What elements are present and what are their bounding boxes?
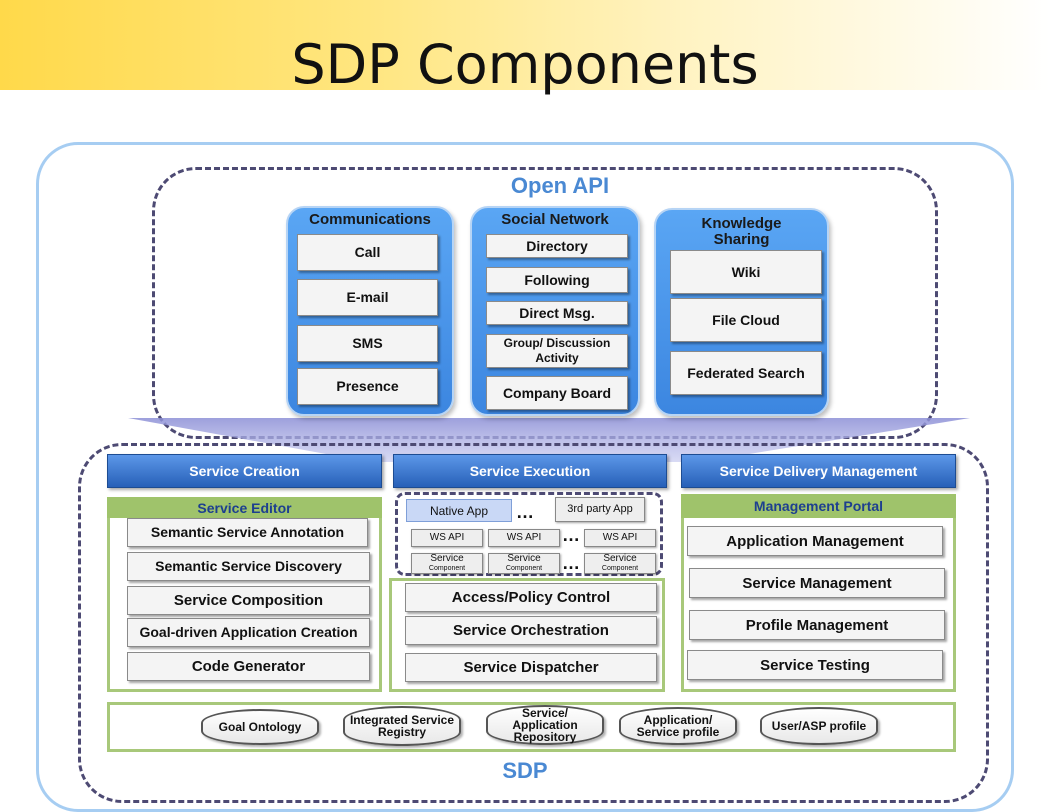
goal-driven-box: Goal-driven Application Creation xyxy=(127,618,370,647)
native-app-box: Native App xyxy=(406,499,512,522)
page-title: SDP Components xyxy=(291,33,759,96)
service-delivery-header: Service Delivery Management xyxy=(681,454,956,488)
group-discussion-box: Group/ Discussion Activity xyxy=(486,334,628,368)
service-component-label: Service xyxy=(507,552,541,564)
service-management-box: Service Management xyxy=(689,568,945,598)
company-board-box: Company Board xyxy=(486,376,628,410)
goal-ontology-cylinder: Goal Ontology xyxy=(201,709,319,745)
service-component-label: Service xyxy=(430,552,464,564)
open-api-title: Open API xyxy=(510,173,610,198)
sms-box: SMS xyxy=(297,325,438,362)
following-box: Following xyxy=(486,267,628,293)
ws-api-box-1: WS API xyxy=(411,529,483,547)
service-execution-header: Service Execution xyxy=(393,454,667,488)
third-party-app-box: 3rd party App xyxy=(555,497,645,522)
service-registry-cylinder: Integrated Service Registry xyxy=(343,706,461,746)
service-dispatcher-box: Service Dispatcher xyxy=(405,653,657,682)
directory-box: Directory xyxy=(486,234,628,258)
app-repository-cylinder: Service/ Application Repository xyxy=(486,705,604,745)
sdp-title: SDP xyxy=(502,758,548,783)
code-generator-box: Code Generator xyxy=(127,652,370,681)
app-layer-boundary xyxy=(395,492,663,576)
file-cloud-box: File Cloud xyxy=(670,298,822,342)
semantic-annotation-box: Semantic Service Annotation xyxy=(127,518,368,547)
email-box: E-mail xyxy=(297,279,438,316)
service-composition-box: Service Composition xyxy=(127,586,370,615)
semantic-discovery-box: Semantic Service Discovery xyxy=(127,552,370,581)
ellipsis-1: … xyxy=(516,502,534,522)
service-component-sublabel: Component xyxy=(601,564,639,572)
service-creation-header: Service Creation xyxy=(107,454,382,488)
user-asp-profile-cylinder: User/ASP profile xyxy=(760,707,878,745)
ws-api-box-2: WS API xyxy=(488,529,560,547)
federated-search-box: Federated Search xyxy=(670,351,822,395)
knowledge-sharing-title: Knowledge Sharing xyxy=(701,215,782,248)
access-policy-box: Access/Policy Control xyxy=(405,583,657,612)
ellipsis-3: … xyxy=(562,553,580,573)
call-box: Call xyxy=(297,234,438,271)
service-testing-box: Service Testing xyxy=(687,650,943,680)
ellipsis-2: … xyxy=(562,525,580,545)
communications-title: Communications xyxy=(309,211,431,228)
title-band xyxy=(0,0,1050,90)
wiki-box: Wiki xyxy=(670,250,822,294)
service-component-sublabel: Component xyxy=(428,564,466,572)
direct-msg-box: Direct Msg. xyxy=(486,301,628,325)
service-component-label: Service xyxy=(603,552,637,564)
profile-management-box: Profile Management xyxy=(689,610,945,640)
ws-api-box-3: WS API xyxy=(584,529,656,547)
service-editor-label: Service Editor xyxy=(107,497,382,518)
app-service-profile-cylinder: Application/ Service profile xyxy=(619,707,737,745)
social-network-title: Social Network xyxy=(501,211,609,228)
service-component-sublabel: Component xyxy=(505,564,543,572)
application-management-box: Application Management xyxy=(687,526,943,556)
management-portal-label: Management Portal xyxy=(681,494,956,518)
service-orchestration-box: Service Orchestration xyxy=(405,616,657,645)
presence-box: Presence xyxy=(297,368,438,405)
